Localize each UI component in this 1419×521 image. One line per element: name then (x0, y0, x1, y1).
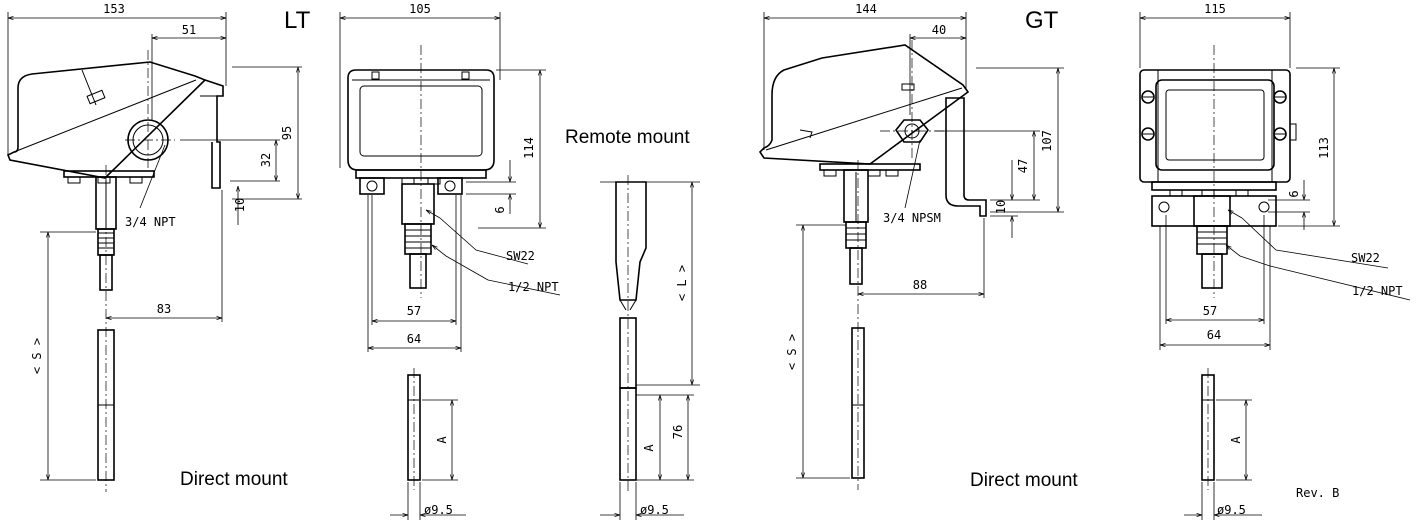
lt-front-dim-114: 114 (522, 137, 536, 159)
remote-probe (615, 175, 647, 492)
lt-front-dim-57: 57 (407, 304, 421, 318)
gt-front-view (1139, 45, 1297, 490)
gt-dim-40: 40 (932, 23, 946, 37)
lt-dim-51: 51 (182, 23, 196, 37)
gt-front-dim-a: A (1229, 436, 1243, 444)
remote-dim-a: A (642, 444, 656, 452)
gt-front-dim-64: 64 (1207, 328, 1221, 342)
lt-front-dim-105: 105 (409, 2, 431, 16)
gt-dim-47: 47 (1016, 159, 1030, 173)
lt-dim-s: < S > (30, 338, 44, 374)
remote-dim-l: < L > (675, 265, 689, 301)
lt-front-dim-64: 64 (407, 332, 421, 346)
lt-side-view (6, 50, 224, 492)
lt-front-dim-6: 6 (493, 206, 507, 213)
remote-dims: < L > A 76 ø9.5 (600, 181, 700, 520)
gt-front-dia: ø9.5 (1217, 503, 1246, 517)
gt-caption: Direct mount (970, 470, 1078, 491)
lt-front-view (347, 45, 495, 490)
remote-dim-76: 76 (671, 425, 685, 439)
lt-dim-95: 95 (280, 126, 294, 140)
gt-front-dim-113: 113 (1317, 137, 1331, 159)
gt-title: GT (1025, 7, 1059, 34)
lt-thread-label: 3/4 NPT (125, 215, 176, 229)
lt-caption: Direct mount (180, 469, 288, 490)
lt-side-dims: 153 51 95 32 10 83 3/4 NPT < S > (7, 2, 302, 481)
lt-dim-83: 83 (157, 302, 171, 316)
lt-front-npt: 1/2 NPT (508, 280, 559, 294)
gt-dim-144: 144 (855, 2, 877, 16)
gt-side-view (758, 40, 987, 490)
gt-dim-88: 88 (913, 278, 927, 292)
gt-front-dim-6: 6 (1287, 190, 1301, 197)
gt-front-dim-57: 57 (1203, 304, 1217, 318)
revision-label: Rev. B (1296, 486, 1339, 500)
lt-dim-10: 10 (233, 198, 247, 212)
lt-front-dia: ø9.5 (424, 503, 453, 517)
remote-dia: ø9.5 (640, 503, 669, 517)
lt-front-sw22: SW22 (506, 249, 535, 263)
lt-dim-153: 153 (103, 2, 125, 16)
remote-caption: Remote mount (565, 127, 690, 148)
gt-front-dim-115: 115 (1204, 2, 1226, 16)
lt-title: LT (284, 7, 311, 34)
gt-side-dims: 144 40 107 47 10 88 3/4 NPSM < S > (763, 2, 1064, 479)
lt-front-dims: 105 114 6 SW22 1/2 NPT 57 64 A ø9.5 (339, 2, 561, 520)
gt-thread-label: 3/4 NPSM (883, 211, 941, 225)
gt-front-dims: 115 113 6 SW22 1/2 NPT 57 64 A ø9.5 (1139, 2, 1411, 520)
lt-dim-32: 32 (259, 153, 273, 167)
gt-front-sw22: SW22 (1351, 251, 1380, 265)
gt-dim-s: < S > (785, 334, 799, 370)
lt-front-dim-a: A (435, 436, 449, 444)
gt-dim-107: 107 (1040, 130, 1054, 152)
gt-front-npt: 1/2 NPT (1352, 284, 1403, 298)
gt-dim-10: 10 (994, 200, 1008, 214)
